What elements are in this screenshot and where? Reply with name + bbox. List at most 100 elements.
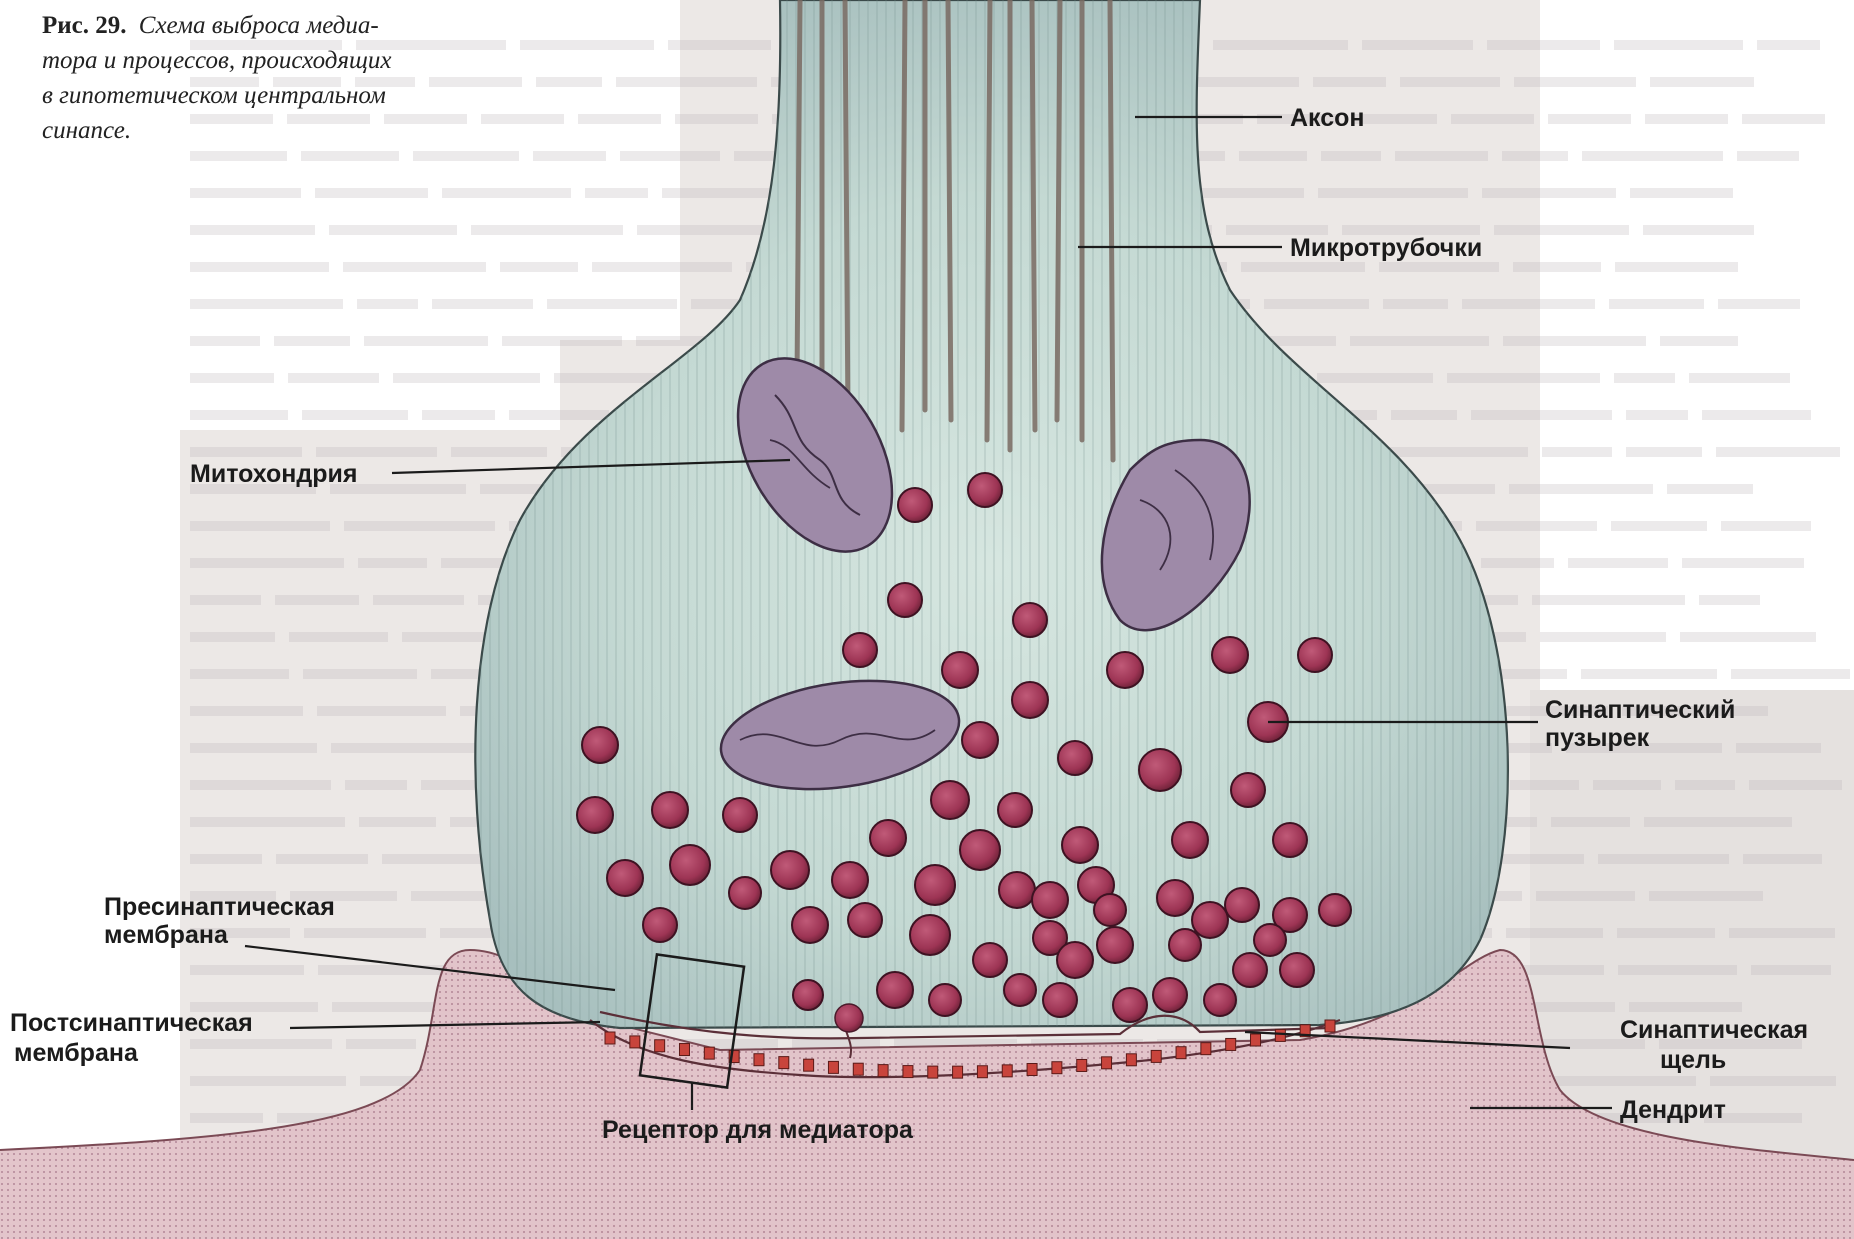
bg-text-texture: [1318, 188, 1468, 198]
synaptic-vesicle: [1113, 988, 1147, 1022]
receptor-mark: [754, 1054, 764, 1066]
bg-text-texture: [1547, 1076, 1696, 1086]
synaptic-vesicle: [843, 633, 877, 667]
synaptic-vesicle: [973, 943, 1007, 977]
receptor-mark: [878, 1065, 888, 1077]
microtubule: [948, 0, 951, 420]
bg-text-texture: [343, 262, 486, 272]
receptor-mark: [1275, 1029, 1285, 1041]
bg-text-texture: [509, 410, 609, 420]
bg-text-texture: [422, 410, 495, 420]
bg-text-texture: [190, 262, 329, 272]
bg-text-texture: [364, 336, 488, 346]
bg-text-texture: [1391, 410, 1457, 420]
bg-text-texture: [585, 188, 648, 198]
synaptic-vesicle: [1298, 638, 1332, 672]
synaptic-vesicle: [582, 727, 618, 763]
bg-text-texture: [1350, 336, 1489, 346]
bg-text-texture: [1239, 151, 1307, 161]
bg-text-texture: [1510, 780, 1579, 790]
receptor-mark: [1002, 1065, 1012, 1077]
bg-text-texture: [190, 373, 274, 383]
bg-text-texture: [393, 373, 540, 383]
bg-text-texture: [1751, 965, 1831, 975]
bg-text-texture: [1481, 558, 1554, 568]
bg-text-texture: [1718, 299, 1800, 309]
receptor-mark: [1251, 1034, 1261, 1046]
synaptic-vesicle: [577, 797, 613, 833]
bg-text-texture: [451, 447, 547, 457]
bg-text-texture: [1264, 299, 1369, 309]
microtubule: [902, 0, 905, 430]
bg-text-texture: [331, 743, 475, 753]
bg-text-texture: [359, 817, 436, 827]
bg-text-texture: [1743, 854, 1822, 864]
bg-text-texture: [578, 114, 661, 124]
receptor-mark: [928, 1066, 938, 1078]
bg-text-texture: [1354, 114, 1437, 124]
bg-text-texture: [373, 595, 464, 605]
bg-text-texture: [1462, 299, 1595, 309]
bg-text-texture: [344, 521, 495, 531]
synaptic-vesicle: [1192, 902, 1228, 938]
synaptic-vesicle: [915, 865, 955, 905]
bg-text-texture: [190, 854, 262, 864]
synaptic-vesicle: [1058, 741, 1092, 775]
bg-text-texture: [1509, 484, 1653, 494]
bg-text-texture: [1644, 817, 1792, 827]
receptor-mark: [630, 1036, 640, 1048]
synaptic-vesicle: [931, 781, 969, 819]
bg-text-texture: [1551, 817, 1630, 827]
bg-text-texture: [1611, 521, 1707, 531]
label-dendrite: Дендрит: [1620, 1096, 1726, 1124]
bg-text-texture: [1617, 928, 1715, 938]
bg-text-texture: [1721, 521, 1811, 531]
bg-text-texture: [289, 632, 388, 642]
synaptic-vesicle: [607, 860, 643, 896]
receptor-mark: [1325, 1020, 1335, 1032]
bg-text-texture: [275, 595, 359, 605]
bg-text-texture: [190, 151, 287, 161]
bg-text-texture: [302, 410, 408, 420]
microtubule: [1110, 0, 1113, 460]
bg-text-texture: [1667, 484, 1753, 494]
bg-text-texture: [1451, 114, 1534, 124]
synaptic-vesicle: [1013, 603, 1047, 637]
bg-text-texture: [1532, 595, 1685, 605]
synaptic-vesicle: [1280, 953, 1314, 987]
synaptic-vesicle: [1273, 823, 1307, 857]
receptor-mark: [704, 1047, 714, 1059]
bg-text-texture: [1645, 114, 1728, 124]
synaptic-vesicle: [877, 972, 913, 1008]
bg-text-texture: [1736, 743, 1821, 753]
synaptic-vesicle: [670, 845, 710, 885]
bg-text-texture: [1710, 1076, 1836, 1086]
synaptic-vesicle: [1254, 924, 1286, 956]
synaptic-vesicle: [1172, 822, 1208, 858]
bg-text-texture: [274, 336, 350, 346]
synaptic-vesicle: [848, 903, 882, 937]
bg-text-texture: [1614, 373, 1675, 383]
bg-text-texture: [190, 336, 260, 346]
bg-text-texture: [287, 114, 370, 124]
receptor-mark: [828, 1061, 838, 1073]
bg-text-texture: [536, 77, 602, 87]
receptor-mark: [605, 1032, 615, 1044]
bg-text-texture: [1495, 854, 1584, 864]
bg-text-texture: [1193, 77, 1299, 87]
bg-text-texture: [411, 891, 492, 901]
bg-text-texture: [620, 151, 720, 161]
bg-text-texture: [1241, 262, 1365, 272]
bg-text-texture: [345, 780, 407, 790]
bg-text-texture: [190, 817, 345, 827]
bg-text-texture: [1476, 521, 1597, 531]
bg-text-texture: [1502, 151, 1568, 161]
microtubule: [797, 0, 800, 380]
bg-text-texture: [190, 447, 302, 457]
bg-text-texture: [1626, 410, 1688, 420]
bg-text-texture: [1321, 151, 1381, 161]
bg-text-texture: [346, 1039, 416, 1049]
synaptic-vesicle: [1062, 827, 1098, 863]
label-presynaptic-1: Пресинаптическая: [104, 893, 335, 921]
synaptic-vesicle: [1225, 888, 1259, 922]
